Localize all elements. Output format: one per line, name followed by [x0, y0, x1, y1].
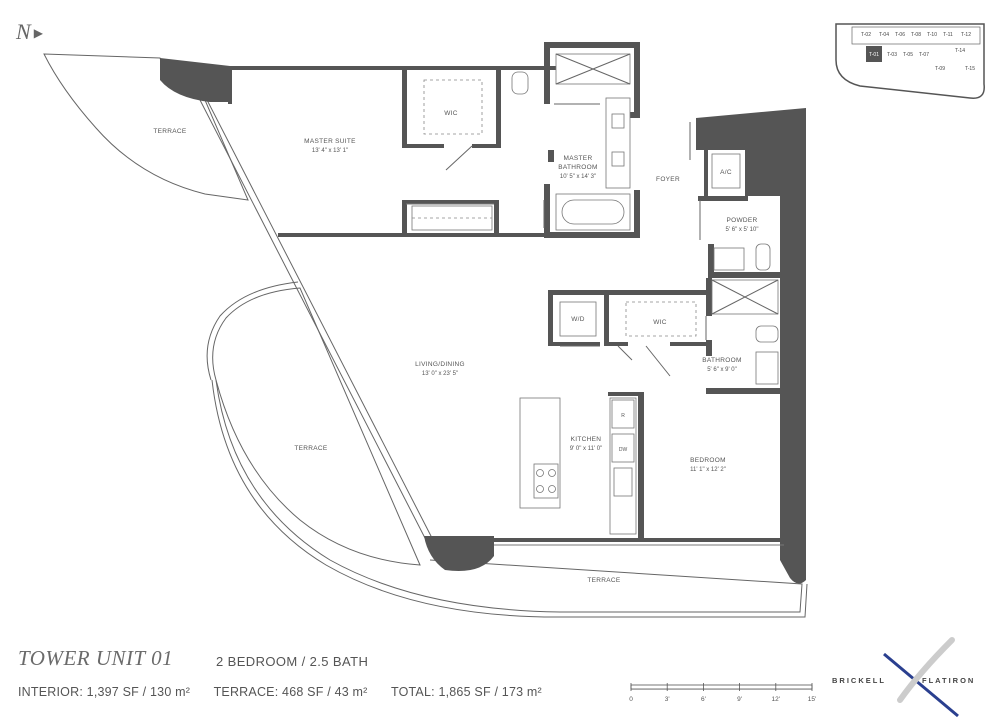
terrace-area: TERRACE: 468 SF / 43 m²: [213, 685, 368, 699]
bedroom-label: BEDROOM: [690, 457, 726, 464]
master-bath-label-2: BATHROOM: [558, 164, 597, 171]
interior-walls: [228, 42, 784, 542]
key-unit-label: T-15: [965, 66, 975, 72]
core-east-wall: [696, 108, 806, 584]
terrace-w-outer: [206, 281, 299, 381]
key-unit-label: T-10: [927, 32, 937, 38]
key-unit-label: T-09: [935, 66, 945, 72]
interior-area: INTERIOR: 1,397 SF / 130 m²: [18, 685, 191, 699]
unit-stats: INTERIOR: 1,397 SF / 130 m² TERRACE: 468…: [18, 685, 562, 699]
scale-tick-label: 9': [737, 696, 742, 703]
key-unit-label: T-05: [903, 52, 913, 58]
key-unit-label: T-04: [879, 32, 889, 38]
scale-bar: 0 3' 6' 9' 12' 15': [629, 683, 816, 703]
master-suite-dim: 13' 4" x 13' 1": [312, 148, 348, 154]
master-bath-dim: 10' 5" x 14' 3": [560, 174, 596, 180]
master-suite-label: MASTER SUITE: [304, 138, 356, 145]
key-unit-label: T-12: [961, 32, 971, 38]
terrace-s-outer: [211, 379, 808, 618]
wic-bedroom-area: [625, 301, 697, 337]
key-unit-label: T-14: [955, 48, 965, 54]
north-arrow: N▶: [16, 19, 43, 45]
powder-label: POWDER: [726, 217, 757, 224]
brand-name-right: FLATIRON: [922, 676, 976, 685]
wic-master-area: [423, 79, 483, 135]
fridge-label: R: [621, 413, 625, 419]
key-unit-label: T-01: [869, 52, 879, 58]
kitchen-dim: 9' 0" x 11' 0": [570, 446, 602, 452]
master-toilet: [511, 71, 529, 95]
column-sw: [424, 536, 494, 572]
total-area: TOTAL: 1,865 SF / 173 m²: [390, 685, 542, 699]
key-unit-label: T-11: [943, 32, 953, 38]
curtain-wall-outer: [199, 99, 427, 541]
scale-tick-label: 12': [772, 696, 780, 703]
powder-toilet: [755, 243, 771, 271]
key-unit-label: T-06: [895, 32, 905, 38]
ac-unit: [711, 153, 741, 189]
brand-name-left: BRICKELL: [832, 676, 886, 685]
dishwasher-label: DW: [619, 447, 628, 453]
terrace-nw-label: TERRACE: [153, 128, 187, 135]
powder-sink: [713, 247, 745, 271]
kitchen-label: KITCHEN: [571, 436, 602, 443]
wd-label: W/D: [571, 316, 585, 323]
bedroom-dim: 11' 1" x 12' 2": [690, 467, 726, 473]
key-unit-label: T-07: [919, 52, 929, 58]
terrace-s-outline: [215, 379, 803, 613]
terrace-w-outline: [212, 287, 421, 566]
bath2-toilet: [755, 325, 779, 343]
scale-tick-label: 3': [665, 696, 670, 703]
powder-dim: 5' 6" x 5' 10": [726, 227, 759, 233]
living-dim: 13' 0" x 23' 5": [422, 371, 458, 377]
bathroom-label: BATHROOM: [702, 357, 741, 364]
unit-title: TOWER UNIT 01: [18, 646, 174, 670]
windows: [406, 203, 784, 546]
brand-slash: [883, 652, 959, 718]
unit-subtitle: 2 BEDROOM / 2.5 BATH: [216, 654, 369, 669]
north-label: N: [16, 19, 31, 44]
foyer-label: FOYER: [656, 176, 680, 183]
scale-tick-label: 0: [629, 696, 633, 703]
wic-bed-label: WIC: [653, 319, 667, 326]
wd-unit: [559, 301, 597, 337]
scale-tick-label: 15': [808, 696, 816, 703]
master-vanity: [605, 97, 631, 189]
terrace-nw-outline: [43, 53, 249, 201]
key-unit-label: T-02: [861, 32, 871, 38]
bath2-sink: [755, 351, 779, 385]
key-unit-label: T-08: [911, 32, 921, 38]
wic-master-label: WIC: [444, 110, 458, 117]
terrace-w-label: TERRACE: [294, 445, 328, 452]
bathroom-dim: 5' 6" x 9' 0": [707, 367, 737, 373]
living-label: LIVING/DINING: [415, 361, 465, 368]
ac-label: A/C: [720, 169, 732, 176]
doors: [445, 103, 707, 377]
scale-tick-label: 6': [701, 696, 706, 703]
curtain-wall-inner: [205, 97, 433, 539]
master-bath-label: MASTER: [564, 155, 593, 162]
key-unit-label: T-03: [887, 52, 897, 58]
column-nw: [160, 58, 232, 102]
brand-logo-icon: [883, 637, 959, 718]
key-plan: T-02 T-04 T-06 T-08 T-10 T-11 T-12T-01 T-03 T-05…: [835, 23, 985, 99]
terrace-s-label: TERRACE: [587, 577, 621, 584]
north-triangle-icon: ▶: [33, 26, 43, 41]
